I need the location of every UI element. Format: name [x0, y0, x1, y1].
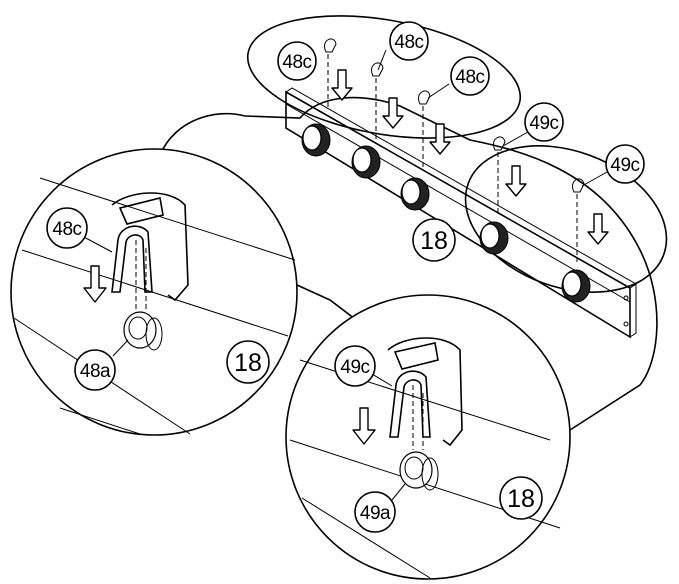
svg-text:48c: 48c [455, 67, 484, 88]
label-48c-top-left: 48c [277, 41, 317, 81]
svg-text:48c: 48c [282, 52, 311, 73]
down-arrow-icon [352, 407, 376, 445]
svg-text:49c: 49c [610, 155, 639, 176]
svg-text:18: 18 [507, 485, 535, 513]
down-arrow-icon [331, 69, 353, 101]
right-callout-ellipse [464, 145, 668, 293]
label-48a-detail-left: 48a [74, 349, 116, 391]
panel-knob [351, 145, 381, 179]
svg-text:48c: 48c [52, 219, 81, 240]
detail-circle-right [285, 294, 571, 580]
svg-text:18: 18 [234, 349, 262, 377]
panel-knob [561, 269, 591, 303]
panel-knob [400, 177, 430, 211]
label-18-center: 18 [412, 218, 456, 262]
svg-text:18: 18 [420, 227, 448, 255]
clip-48c-part [371, 62, 384, 140]
label-48c-top-right: 48c [450, 56, 490, 96]
label-48c-top-mid: 48c [389, 21, 429, 61]
label-49c-top-left: 49c [524, 102, 564, 142]
clip-48c-part [418, 90, 431, 170]
down-arrow-icon [505, 165, 527, 197]
down-arrow-icon [429, 123, 451, 155]
down-arrow-icon [382, 97, 404, 129]
svg-text:49a: 49a [360, 503, 391, 524]
panel-knob [479, 221, 509, 255]
panel-knob [301, 123, 331, 157]
label-49c-top-right: 49c [605, 144, 645, 184]
svg-text:49c: 49c [340, 357, 369, 378]
label-49a-detail-right: 49a [354, 491, 396, 533]
down-arrow-icon [587, 213, 609, 245]
label-18-detail-left: 18 [226, 340, 270, 384]
svg-text:49c: 49c [529, 113, 558, 134]
clip-49c-part [572, 178, 585, 262]
clip-49c-part [493, 136, 506, 215]
label-49c-detail-right: 49c [334, 345, 376, 387]
svg-text:48a: 48a [80, 361, 111, 382]
detail-circle-left [10, 148, 298, 436]
label-18-detail-right: 18 [499, 476, 543, 520]
down-arrow-icon [83, 265, 107, 303]
top-callout-ellipse [246, 15, 522, 139]
label-48c-detail-left: 48c [46, 207, 88, 249]
svg-text:48c: 48c [394, 32, 423, 53]
control-panel [285, 87, 637, 339]
clip-48c-part [324, 38, 337, 108]
